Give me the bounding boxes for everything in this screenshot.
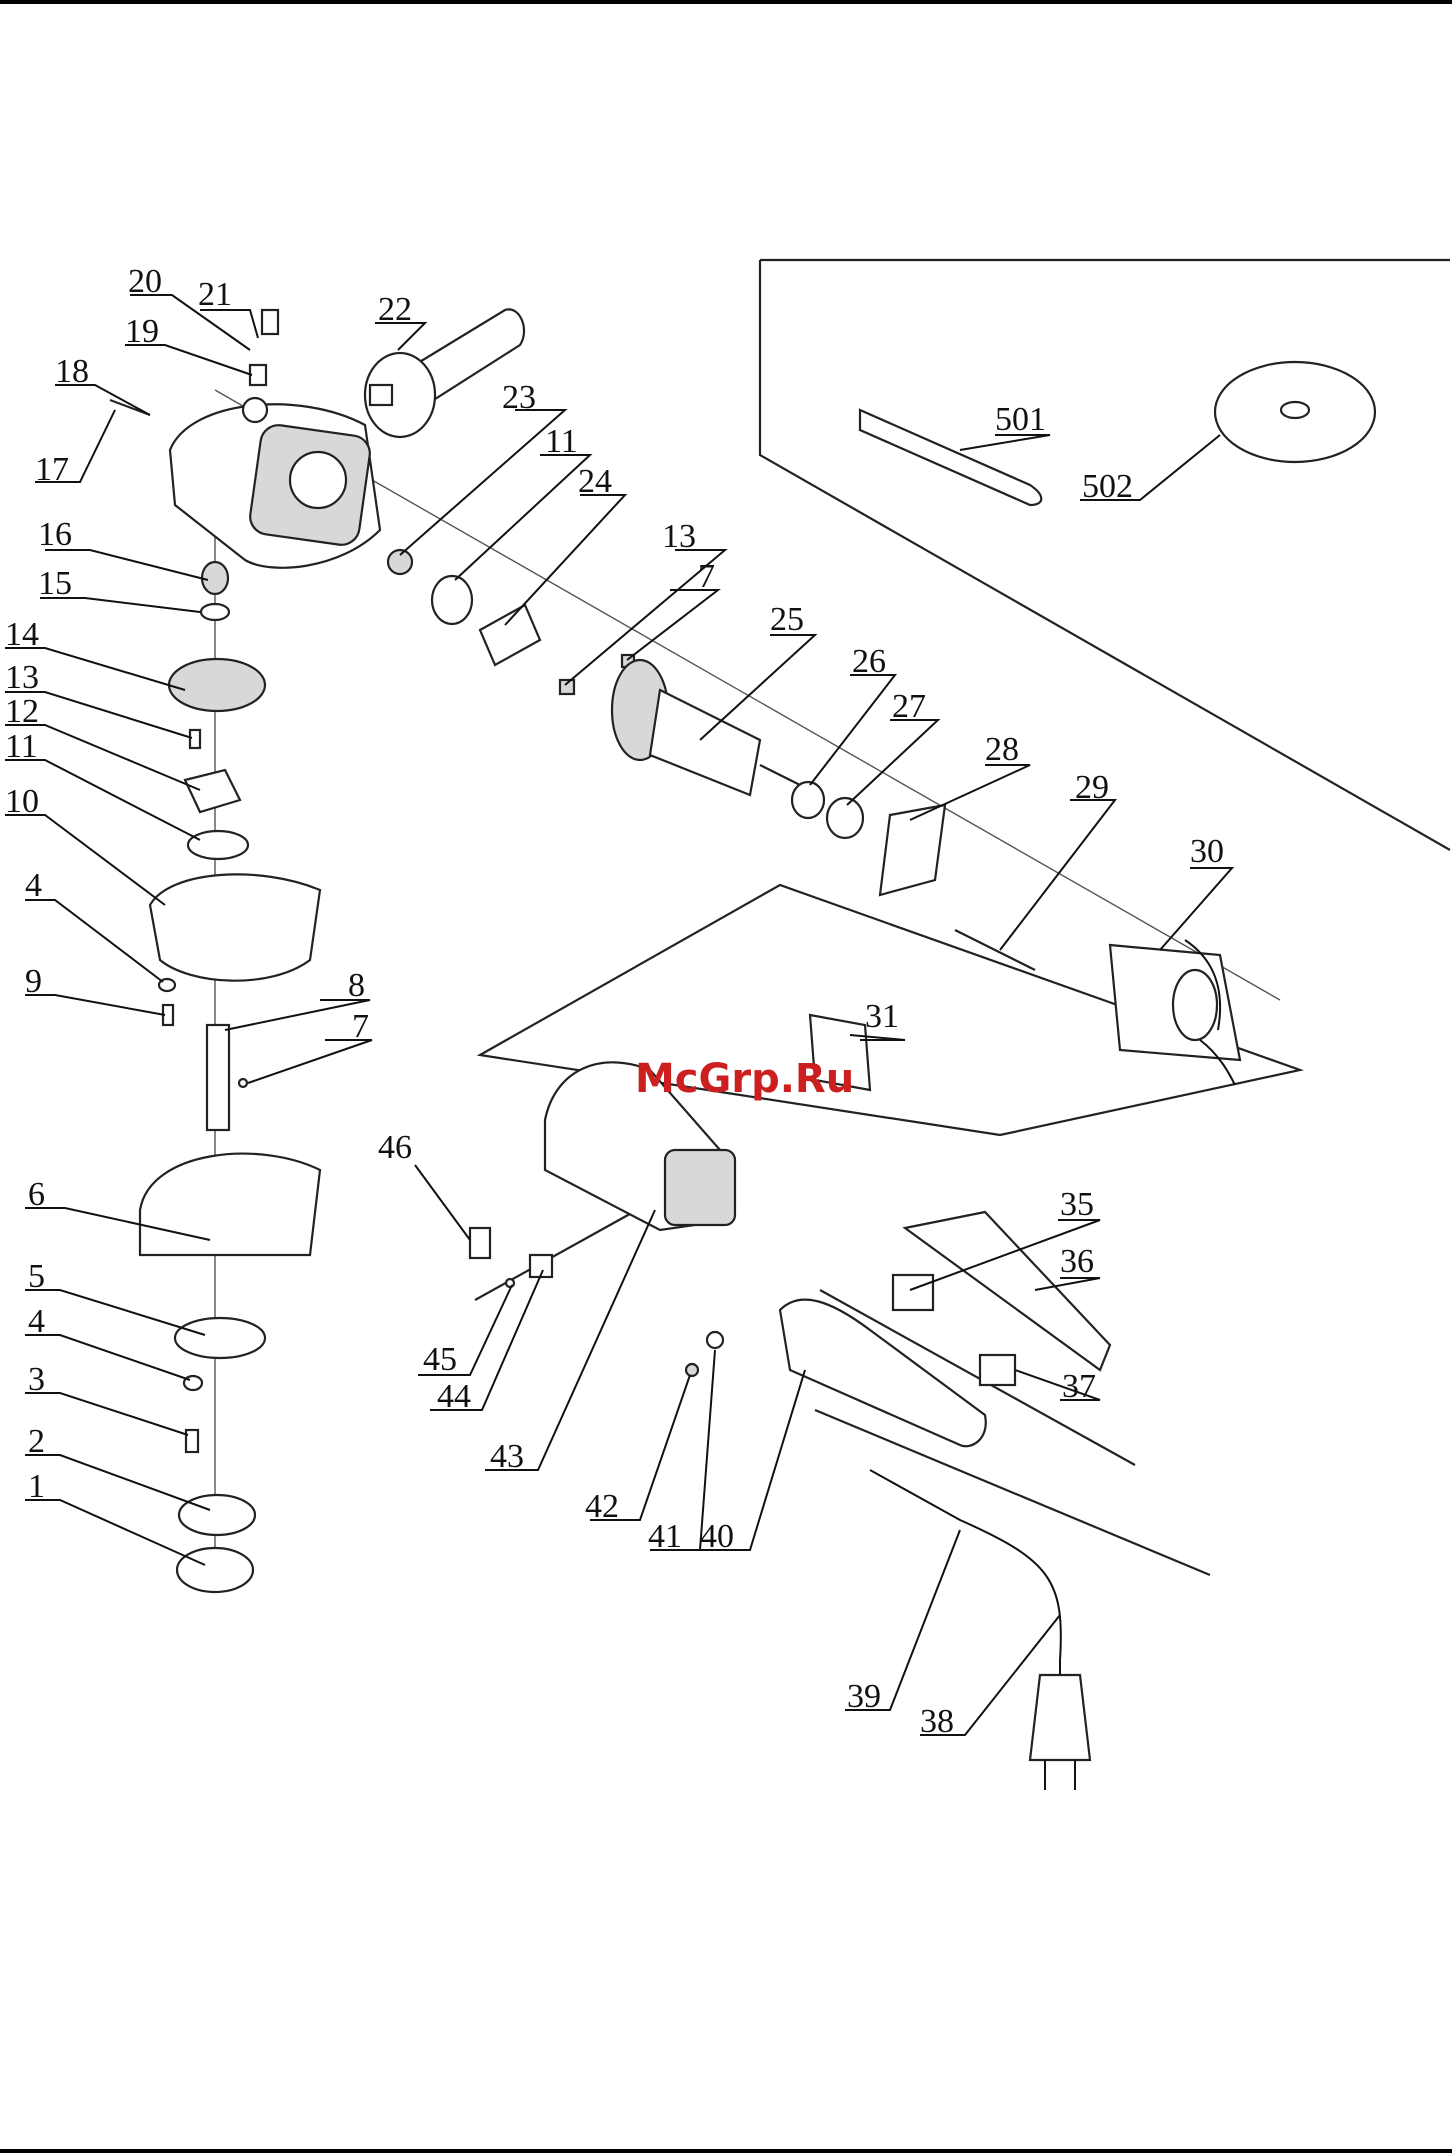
bevel-gear-14 <box>169 659 265 711</box>
inner-flange-2 <box>179 1495 255 1535</box>
bearing-11b <box>188 831 248 859</box>
callout-28: 28 <box>985 731 1019 768</box>
ring-15 <box>201 604 229 620</box>
plate-12 <box>185 770 240 812</box>
power-cord <box>870 1470 1090 1790</box>
switch-cover <box>905 1212 1110 1370</box>
callout-13-right: 13 <box>662 518 696 555</box>
handle-plane-b <box>815 1410 1210 1575</box>
callout-4-lower: 4 <box>28 1303 45 1340</box>
callout-8: 8 <box>348 967 365 1004</box>
side-handle <box>365 309 524 437</box>
gear-cover-10 <box>150 874 320 980</box>
screw-21 <box>262 310 278 334</box>
callout-18: 18 <box>55 353 89 390</box>
callout-21: 21 <box>198 276 232 313</box>
callout-30: 30 <box>1190 833 1224 870</box>
callout-16: 16 <box>38 516 72 553</box>
callout-6: 6 <box>28 1176 45 1213</box>
callout-7-right: 7 <box>698 558 715 595</box>
gear-23 <box>388 550 412 574</box>
gear-housing <box>170 398 380 568</box>
wheel-guard-6 <box>140 1154 320 1255</box>
callout-14: 14 <box>5 616 39 653</box>
callout-44: 44 <box>437 1378 471 1415</box>
callout-42: 42 <box>585 1488 619 1525</box>
callout-43: 43 <box>490 1438 524 1475</box>
callout-7-left: 7 <box>352 1008 369 1045</box>
callout-27: 27 <box>892 688 926 725</box>
callout-23: 23 <box>502 379 536 416</box>
callout-2: 2 <box>28 1423 45 1460</box>
callout-24: 24 <box>578 463 612 500</box>
flange-plate-5 <box>175 1318 265 1358</box>
spring-19 <box>250 365 266 385</box>
bearing-sleeve-27 <box>827 798 863 838</box>
callout-25: 25 <box>770 601 804 638</box>
callout-36: 36 <box>1060 1243 1094 1280</box>
callout-22: 22 <box>378 291 412 328</box>
callout-26: 26 <box>852 643 886 680</box>
callout-502: 502 <box>1082 468 1133 505</box>
screw-29 <box>955 930 1035 970</box>
capacitor-37 <box>980 1355 1015 1385</box>
callout-40: 40 <box>700 1518 734 1555</box>
bearing-16 <box>202 562 228 594</box>
callout-3: 3 <box>28 1361 45 1398</box>
plate-24 <box>480 605 540 665</box>
stator <box>1110 940 1240 1085</box>
callout-17: 17 <box>35 451 69 488</box>
callout-19: 19 <box>125 313 159 350</box>
callout-46: 46 <box>378 1129 412 1166</box>
callout-37: 37 <box>1062 1368 1096 1405</box>
callout-20: 20 <box>128 263 162 300</box>
clamp-41 <box>707 1332 723 1348</box>
bearing-26 <box>792 782 824 818</box>
screw-42 <box>686 1364 698 1376</box>
callout-11-top: 11 <box>545 423 578 460</box>
callout-10: 10 <box>5 783 39 820</box>
watermark: McGrp.Ru <box>635 1056 854 1102</box>
callout-41: 41 <box>648 1518 682 1555</box>
disc-502-hole <box>1281 402 1309 418</box>
callout-1: 1 <box>28 1468 45 1505</box>
callout-12: 12 <box>5 693 39 730</box>
callout-9: 9 <box>25 963 42 1000</box>
callout-31: 31 <box>865 998 899 1035</box>
brush-plane <box>475 1200 655 1300</box>
callout-45: 45 <box>423 1341 457 1378</box>
callout-11-left: 11 <box>5 728 38 765</box>
switch <box>893 1275 933 1310</box>
screw-45 <box>506 1279 514 1287</box>
callout-13-left: 13 <box>5 659 39 696</box>
screw-13a <box>190 730 200 748</box>
callout-501: 501 <box>995 401 1046 438</box>
callout-5: 5 <box>28 1258 45 1295</box>
key-7a <box>239 1079 247 1087</box>
bearing-11a <box>432 576 472 624</box>
spindle-8 <box>207 1025 229 1130</box>
armature <box>612 660 800 795</box>
screw-3 <box>186 1430 198 1452</box>
callout-15: 15 <box>38 565 72 602</box>
callout-38: 38 <box>920 1703 954 1740</box>
rear-handle <box>780 1300 986 1447</box>
callout-39: 39 <box>847 1678 881 1715</box>
callout-4-upper: 4 <box>25 867 42 904</box>
callout-35: 35 <box>1060 1186 1094 1223</box>
outer-nut-1 <box>177 1548 253 1592</box>
callout-29: 29 <box>1075 769 1109 806</box>
brush-holder-46 <box>470 1228 490 1258</box>
